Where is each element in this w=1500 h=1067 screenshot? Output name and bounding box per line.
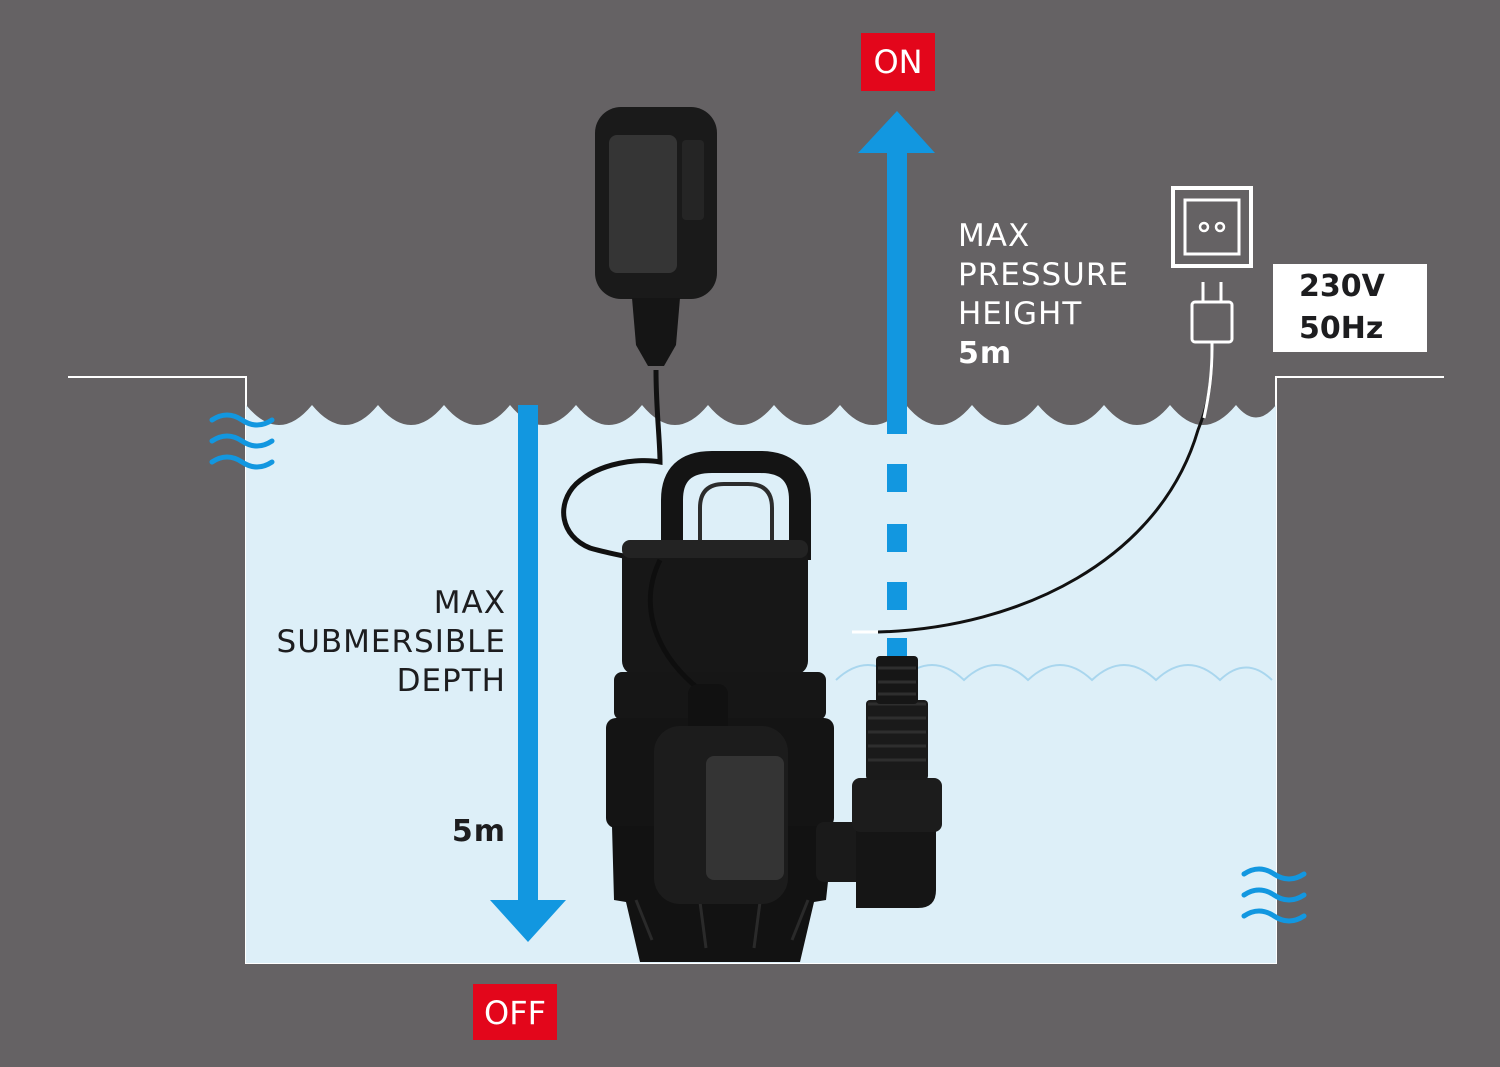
- voltage-label: 230V: [1299, 269, 1385, 304]
- depth-value: 5m: [451, 814, 506, 849]
- pressure-arrow-head: [858, 111, 935, 153]
- wave-icon: [1241, 866, 1307, 924]
- on-badge: ON: [861, 33, 935, 91]
- socket-icon: [1171, 186, 1253, 268]
- power-spec-box: 230V 50Hz: [1273, 264, 1427, 352]
- pressure-arrow-shaft: [887, 152, 907, 434]
- plug-icon: [1190, 282, 1234, 350]
- pressure-value: 5m: [958, 336, 1013, 371]
- off-badge: OFF: [473, 984, 557, 1040]
- pressure-label-line1: MAX: [958, 218, 1031, 254]
- frequency-label: 50Hz: [1299, 311, 1384, 346]
- pressure-arrow-dashes: [887, 464, 907, 658]
- wave-icon: [209, 412, 275, 470]
- depth-label-line3: DEPTH: [396, 663, 506, 699]
- pressure-label-line2: PRESSURE: [958, 257, 1129, 293]
- depth-label-line1: MAX: [433, 585, 506, 621]
- pressure-label-line3: HEIGHT: [958, 296, 1083, 332]
- float-switch-icon: [595, 107, 717, 366]
- depth-label-line2: SUBMERSIBLE: [276, 624, 506, 660]
- depth-arrow-shaft: [518, 405, 538, 905]
- depth-label: MAX SUBMERSIBLE DEPTH: [250, 584, 506, 701]
- pressure-label: MAX PRESSURE HEIGHT 5m: [958, 217, 1129, 373]
- float-switch-icon: [654, 684, 788, 904]
- power-cable-above: [1202, 347, 1214, 419]
- depth-arrow-head: [490, 900, 566, 942]
